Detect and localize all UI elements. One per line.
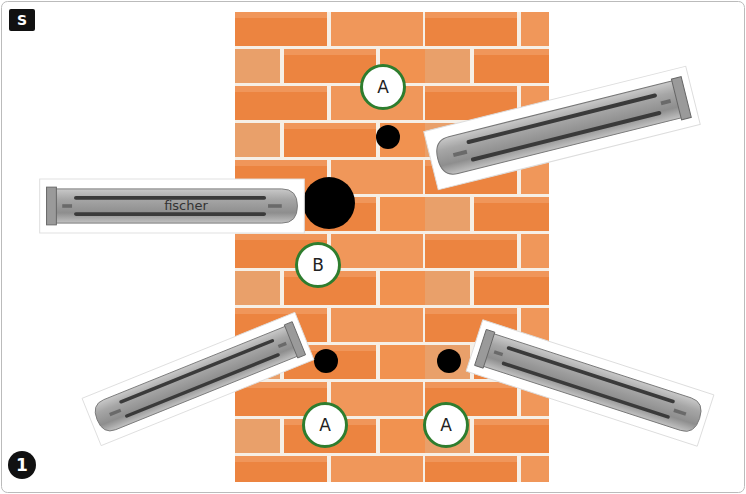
callout-letter: A [440, 415, 452, 435]
step-number: 1 [8, 451, 36, 479]
callout-letter: 1 [16, 455, 28, 475]
callout-letter: A [377, 77, 389, 97]
section-badge: S [9, 9, 35, 31]
brand-text: fischer [164, 198, 208, 213]
callout-circle: A [302, 402, 348, 448]
callout-circle: B [295, 242, 341, 288]
callout-letter: A [319, 415, 331, 435]
callout-letter: S [17, 12, 27, 28]
callout-circle: A [360, 64, 406, 110]
callout-circle: A [423, 402, 469, 448]
callout-letter: B [312, 255, 324, 275]
